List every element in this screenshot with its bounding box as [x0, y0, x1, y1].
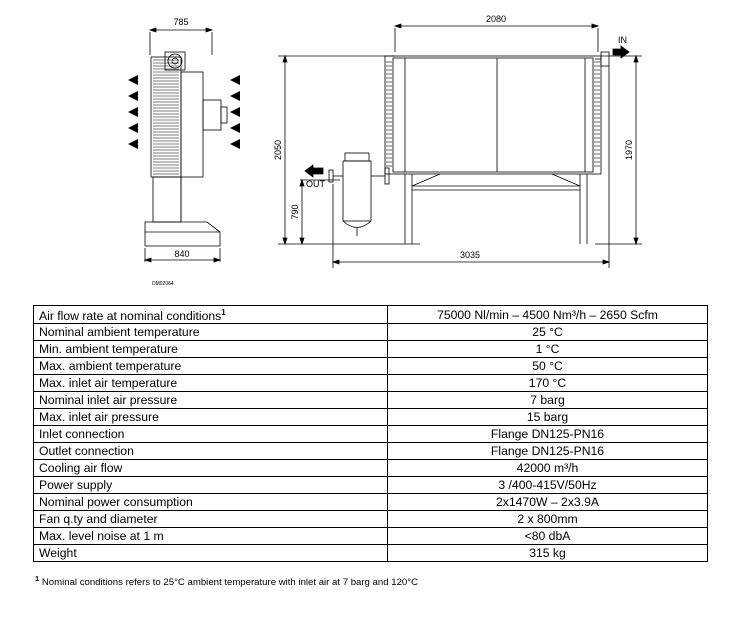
footnote-ref: 1: [221, 308, 226, 317]
spec-value: 315 kg: [387, 544, 708, 563]
spec-row: Power supply 3 /400-415V/50Hz: [33, 476, 708, 495]
spec-param-label: Fan q.ty and diameter: [39, 512, 158, 527]
footnote-mark: 1: [35, 574, 40, 583]
spec-param: Outlet connection: [33, 442, 388, 461]
spec-value: Flange DN125-PN16: [387, 425, 708, 444]
spec-row: Nominal power consumption 2x1470W – 2x3.9…: [33, 493, 708, 512]
spec-param-label: Nominal power consumption: [39, 495, 193, 510]
spec-param-label: Max. ambient temperature: [39, 359, 182, 374]
dim-front-top: 2080: [486, 14, 506, 24]
spec-row: Max. level noise at 1 m <80 dbA: [33, 527, 708, 546]
spec-param-label: Weight: [39, 546, 77, 561]
spec-param: Max. level noise at 1 m: [33, 527, 388, 546]
spec-row: Nominal inlet air pressure 7 barg: [33, 391, 708, 410]
spec-param-label: Max. inlet air pressure: [39, 410, 159, 425]
spec-param-label: Max. inlet air temperature: [39, 376, 178, 391]
spec-value: 7 barg: [387, 391, 708, 410]
spec-row: Outlet connection Flange DN125-PN16: [33, 442, 708, 461]
spec-param: Max. inlet air pressure: [33, 408, 388, 427]
spec-row: Cooling air flow 42000 m³/h: [33, 459, 708, 478]
spec-param-label: Power supply: [39, 478, 113, 493]
spec-param: Fan q.ty and diameter: [33, 510, 388, 529]
spec-param-label: Cooling air flow: [39, 461, 123, 476]
spec-row: Fan q.ty and diameter 2 x 800mm: [33, 510, 708, 529]
spec-param: Min. ambient temperature: [33, 340, 388, 359]
dim-outlet-height: 790: [290, 204, 300, 219]
spec-value: 2 x 800mm: [387, 510, 708, 529]
spec-param-label: Nominal inlet air pressure: [39, 393, 178, 408]
spec-param: Max. inlet air temperature: [33, 374, 388, 393]
spec-row: Inlet connection Flange DN125-PN16: [33, 425, 708, 444]
spec-param: Weight: [33, 544, 388, 563]
spec-value: 3 /400-415V/50Hz: [387, 476, 708, 495]
spec-param-label: Nominal ambient temperature: [39, 325, 200, 340]
dim-front-right: 1970: [624, 140, 634, 160]
spec-row: Weight 315 kg: [33, 544, 708, 563]
footnote-text: Nominal conditions refers to 25°C ambien…: [41, 577, 419, 589]
spec-value: <80 dbA: [387, 527, 708, 546]
spec-value: 25 °C: [387, 323, 708, 342]
side-view: [128, 27, 240, 263]
spec-value: Flange DN125-PN16: [387, 442, 708, 461]
dim-side-base: 840: [174, 249, 189, 259]
technical-drawing: 785 840 2080 2050 790 1970 3035 IN OUT D…: [128, 14, 642, 287]
front-view: [278, 23, 642, 268]
spec-param: Max. ambient temperature: [33, 357, 388, 376]
spec-param-label: Inlet connection: [39, 427, 125, 442]
spec-value: 1 °C: [387, 340, 708, 359]
spec-row: Max. inlet air pressure 15 barg: [33, 408, 708, 427]
dim-overall-height: 2050: [273, 140, 283, 160]
label-inlet: IN: [618, 35, 627, 45]
spec-param: Inlet connection: [33, 425, 388, 444]
spec-param: Air flow rate at nominal conditions1: [33, 304, 388, 325]
spec-row: Nominal ambient temperature 25 °C: [33, 323, 708, 342]
spec-row: Max. ambient temperature 50 °C: [33, 357, 708, 376]
spec-param: Power supply: [33, 476, 388, 495]
spec-value: 15 barg: [387, 408, 708, 427]
dim-side-width: 785: [173, 17, 188, 27]
footnote: 1 Nominal conditions refers to 25°C ambi…: [35, 574, 418, 588]
spec-value: 50 °C: [387, 357, 708, 376]
spec-param-label: Outlet connection: [39, 444, 134, 459]
spec-value: 42000 m³/h: [387, 459, 708, 478]
spec-value: 75000 Nl/min – 4500 Nm³/h – 2650 Scfm: [387, 304, 708, 325]
spec-value: 170 °C: [387, 374, 708, 393]
spec-param-label: Air flow rate at nominal conditions: [39, 309, 222, 324]
spec-param-label: Min. ambient temperature: [39, 342, 178, 357]
spec-row: Min. ambient temperature 1 °C: [33, 340, 708, 359]
spec-param: Cooling air flow: [33, 459, 388, 478]
label-outlet: OUT: [306, 179, 326, 189]
spec-value: 2x1470W – 2x3.9A: [387, 493, 708, 512]
spec-param-label: Max. level noise at 1 m: [39, 529, 164, 544]
dim-front-bottom: 3035: [460, 250, 480, 260]
spec-param: Nominal power consumption: [33, 493, 388, 512]
spec-param: Nominal ambient temperature: [33, 323, 388, 342]
spec-param: Nominal inlet air pressure: [33, 391, 388, 410]
drawing-code: DM02064: [152, 281, 174, 287]
spec-row: Max. inlet air temperature 170 °C: [33, 374, 708, 393]
